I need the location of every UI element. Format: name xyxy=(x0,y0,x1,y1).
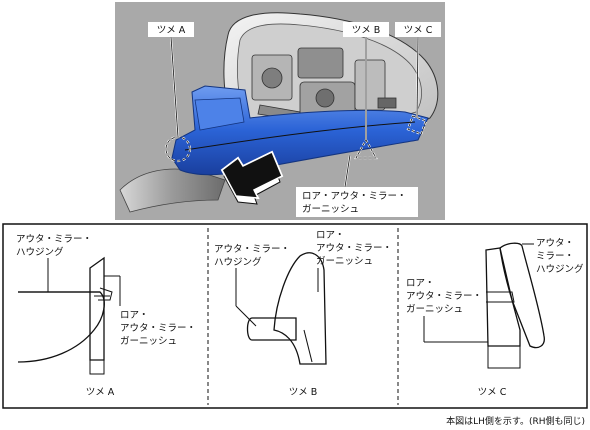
part-label-box xyxy=(296,187,418,217)
detail-a-garnish-line1: ロア・ xyxy=(120,310,149,321)
callout-box-a xyxy=(148,22,194,37)
detail-a-housing-line2: ハウジング xyxy=(16,246,64,258)
detail-b-housing-line2: ハウジング xyxy=(214,256,262,268)
callout-claw-a: ツメ A xyxy=(157,25,186,36)
detail-a-garnish-line2: アウタ・ミラー・ xyxy=(120,323,196,334)
leader-claw-a xyxy=(170,36,179,138)
detail-a-garnish-shape xyxy=(89,256,105,361)
leader-part-label xyxy=(344,154,351,188)
detail-a-title: ツメ A xyxy=(86,387,115,398)
mirror-base xyxy=(119,168,226,213)
detail-a-housing-line1: アウタ・ミラー・ xyxy=(16,234,92,245)
garnish-highlight xyxy=(184,121,416,151)
callout-box-c xyxy=(395,22,441,37)
detail-c-garnish-shape xyxy=(485,247,521,347)
part-label-line2: ガーニッシュ xyxy=(302,204,359,215)
detail-c-housing-line2: ミラー・ xyxy=(536,251,574,262)
detail-a-garnish-line3: ガーニッシュ xyxy=(120,336,177,347)
detail-claw-a: アウタ・ミラー・ ハウジング ロア・ アウタ・ミラー・ ガーニッシュ ツメ A xyxy=(16,234,196,398)
detail-b-garnish-line1: ロア・ xyxy=(316,230,345,241)
part-label-line1: ロア・アウタ・ミラー・ xyxy=(302,191,407,202)
garnish-tab xyxy=(194,97,245,131)
detail-c-garnish-line2: アウタ・ミラー・ xyxy=(406,291,482,302)
detail-c-garnish-line3: ガーニッシュ xyxy=(406,304,463,315)
detail-b-garnish-line3: ガーニッシュ xyxy=(316,256,373,267)
detail-c-title: ツメ C xyxy=(478,387,507,398)
detail-b-garnish-line2: アウタ・ミラー・ xyxy=(316,243,392,254)
detail-c-housing-line1: アウタ・ xyxy=(536,238,574,249)
detail-c-garnish-line1: ロア・ xyxy=(406,278,435,289)
detail-c-housing-shape xyxy=(499,242,545,349)
callout-box-b xyxy=(343,22,389,37)
detail-frame xyxy=(2,223,588,409)
mirror-mechanism xyxy=(251,47,397,121)
detail-b-housing-leader xyxy=(235,305,257,327)
detail-b-title: ツメ B xyxy=(289,387,318,398)
callout-claw-c: ツメ C xyxy=(404,25,433,36)
detail-c-housing-line3: ハウジング xyxy=(536,263,584,275)
photo-panel: ツメ A ツメ B ツメ C ロア・アウタ・ミラー・ ガーニッシュ xyxy=(115,2,445,220)
callout-claw-b: ツメ B xyxy=(352,25,381,36)
detail-claw-c: アウタ・ ミラー・ ハウジング ロア・ アウタ・ミラー・ ガーニッシュ ツメ C xyxy=(406,238,584,398)
leader-claw-c xyxy=(416,36,419,119)
detail-b-housing-shape xyxy=(246,317,297,341)
footnote: 本図はLH側を示す。(RH側も同じ) xyxy=(446,415,585,427)
detail-claw-b: アウタ・ミラー・ ハウジング ロア・ アウタ・ミラー・ ガーニッシュ ツメ B xyxy=(214,230,392,398)
detail-b-housing-line1: アウタ・ミラー・ xyxy=(214,244,290,255)
detail-b-garnish-shape xyxy=(273,252,327,365)
detail-a-housing-shape xyxy=(17,291,105,363)
